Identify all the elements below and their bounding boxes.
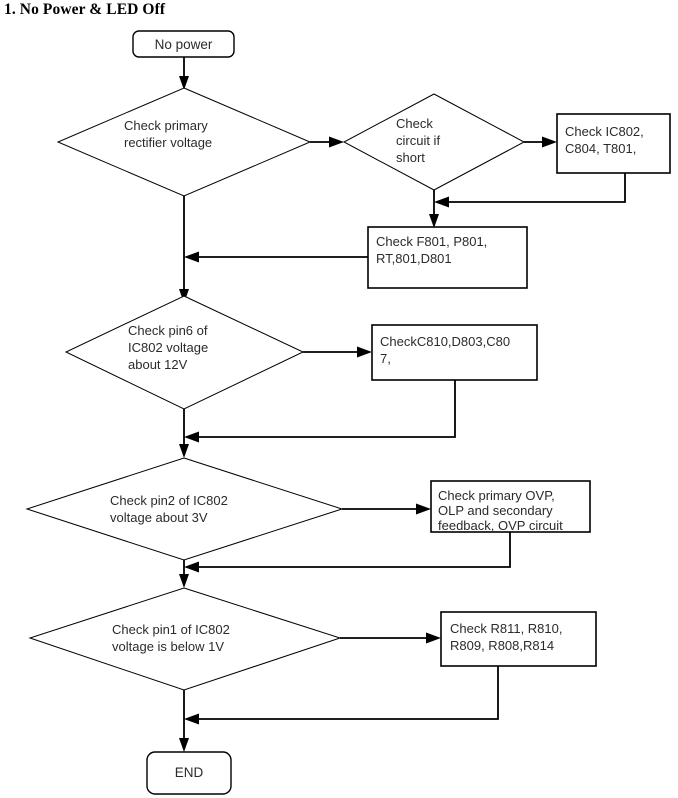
d1-diamond-shape [56, 87, 312, 197]
d3-label-line3: about 12V [128, 357, 188, 372]
edge-p4-return [198, 532, 511, 568]
p2-label-line1: Check F801, P801, [376, 234, 487, 249]
p4-process-shape [430, 480, 591, 533]
p5-process-shape [440, 611, 597, 667]
d3-diamond-shape [64, 295, 305, 410]
node-check-circuit-if-short[interactable]: Check circuit if short [342, 93, 526, 191]
d2-label-line1: Check [396, 116, 433, 131]
node-check-pin1-ic802-voltage[interactable]: Check pin1 of IC802 voltage is below 1V [28, 587, 342, 691]
d5-label-line1: Check pin1 of IC802 [112, 622, 230, 637]
arrow-head-d5-to-p5 [426, 632, 441, 644]
arrow-head-d2-to-p1 [542, 136, 557, 148]
p4-label-line3: feedback, OVP circuit [438, 518, 563, 533]
p1-label-line2: C804, T801, [565, 141, 636, 156]
end-terminator-shape [146, 751, 232, 795]
d3-label-line2: IC802 voltage [128, 340, 208, 355]
arrow-head-d1-to-d2 [329, 136, 344, 148]
arrow-head-p3-return [184, 431, 199, 443]
start-label: No power [155, 37, 213, 52]
node-check-primary-rectifier-voltage[interactable]: Check primary rectifier voltage [56, 87, 312, 197]
p4-label-line2: OLP and secondary [438, 503, 553, 518]
p5-label-line1: Check R811, R810, [450, 621, 563, 636]
arrow-head-p5-return [184, 713, 199, 725]
arrow-head-p2-return [184, 251, 199, 263]
node-check-pin2-ic802-voltage[interactable]: Check pin2 of IC802 voltage about 3V [25, 457, 344, 561]
start-terminator-shape [132, 30, 235, 58]
node-check-ic802-c804-t801[interactable]: Check IC802, C804, T801, [556, 113, 671, 174]
arrow-head-d3-to-d4 [179, 444, 189, 458]
p1-process-shape [556, 113, 671, 174]
connector-layer [179, 57, 626, 752]
arrow-head-d4-to-d5 [179, 574, 189, 588]
p3-label-line1: CheckC810,D803,C80 [380, 334, 510, 349]
p2-label-line2: RT,801,D801 [376, 251, 452, 266]
d4-label-line1: Check pin2 of IC802 [110, 493, 228, 508]
d3-label-line1: Check pin6 of [128, 323, 208, 338]
arrow-head-d4-to-p4 [416, 503, 431, 515]
arrow-head-d2-to-p2 [429, 214, 439, 228]
arrow-head-p4-return [184, 561, 199, 573]
node-check-r811-r810-r809-r808-r814[interactable]: Check R811, R810, R809, R808,R814 [440, 611, 597, 667]
edge-p5-return [198, 666, 499, 720]
p2-process-shape [367, 226, 528, 289]
page-title: 1. No Power & LED Off [4, 1, 166, 18]
arrow-head-d3-to-p3 [357, 346, 372, 358]
edge-p3-return [198, 380, 456, 438]
node-start[interactable]: No power [132, 30, 235, 58]
p1-label-line1: Check IC802, [565, 124, 644, 139]
node-check-pin6-ic802-voltage[interactable]: Check pin6 of IC802 voltage about 12V [64, 295, 305, 410]
p4-label-line1: Check primary OVP, [438, 488, 555, 503]
d5-diamond-shape [28, 587, 342, 691]
node-check-c810-d803-c807[interactable]: CheckC810,D803,C80 7, [371, 324, 538, 381]
node-end[interactable]: END [146, 751, 232, 795]
node-check-f801-p801-rt801-d801[interactable]: Check F801, P801, RT,801,D801 [367, 226, 528, 289]
p3-process-shape [371, 324, 538, 381]
d1-label-line1: Check primary [124, 118, 208, 133]
d2-label-line3: short [396, 150, 425, 165]
d2-label-line2: circuit if [396, 133, 440, 148]
arrow-head-d5-to-end [179, 738, 189, 752]
d1-label-line2: rectifier voltage [124, 135, 212, 150]
d2-diamond-shape [342, 93, 526, 191]
p3-label-line2: 7, [380, 351, 391, 366]
p5-label-line2: R809, R808,R814 [450, 638, 554, 653]
arrow-head-p1-return [434, 196, 449, 208]
d4-diamond-shape [25, 457, 344, 561]
end-label: END [175, 765, 204, 780]
edge-p1-return [448, 173, 626, 203]
node-check-primary-ovp-olp[interactable]: Check primary OVP, OLP and secondary fee… [430, 480, 591, 533]
d5-label-line2: voltage is below 1V [112, 639, 224, 654]
arrow-head-start-to-d1 [179, 76, 189, 90]
d4-label-line2: voltage about 3V [110, 510, 208, 525]
